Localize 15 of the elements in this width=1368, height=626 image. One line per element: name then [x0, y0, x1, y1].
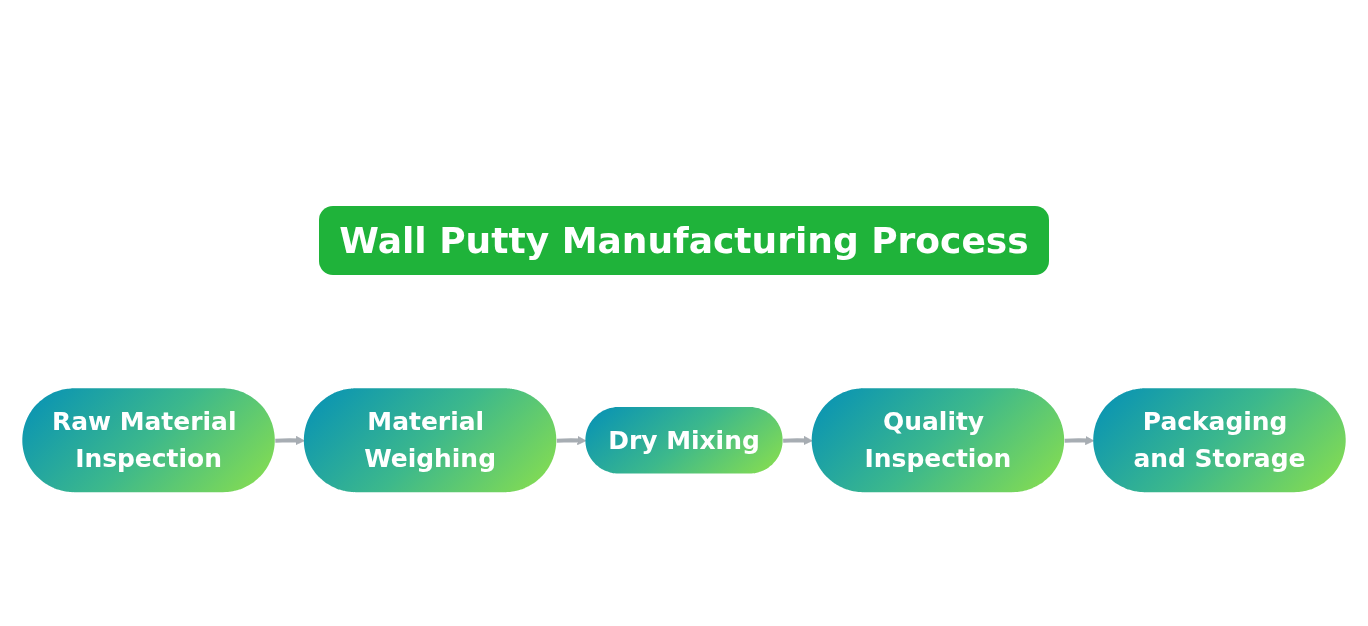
step-shape — [811, 388, 1065, 492]
title-banner: Wall Putty Manufacturing Process — [319, 206, 1049, 275]
step-label: Dry Mixing — [608, 424, 760, 457]
step-label: Material Weighing — [363, 405, 497, 476]
step-label: Raw Material Inspection — [50, 405, 238, 476]
step-shape — [22, 388, 275, 492]
step-shape — [585, 406, 783, 474]
arrow — [783, 435, 813, 445]
arrow — [275, 435, 305, 445]
step-shape — [1093, 388, 1346, 492]
arrow — [556, 435, 587, 445]
arrow — [1064, 435, 1095, 445]
step-label: Quality Inspection — [863, 405, 1013, 476]
step-shape — [303, 388, 557, 492]
step-label: Packaging and Storage — [1132, 405, 1307, 476]
